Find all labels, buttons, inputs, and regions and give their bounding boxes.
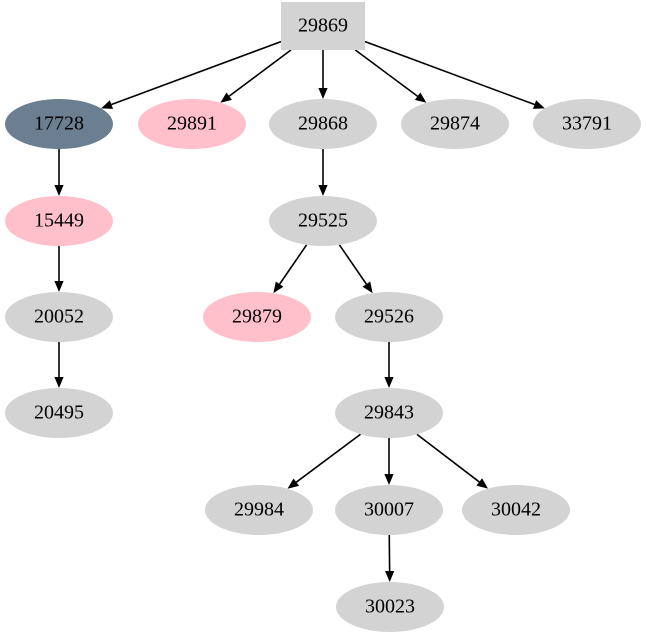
edge-29525-to-29526 xyxy=(338,244,368,285)
node-label-33791: 33791 xyxy=(562,113,612,135)
node-29525[interactable]: 29525 xyxy=(269,196,377,246)
node-label-29891: 29891 xyxy=(167,113,217,135)
node-label-29879: 29879 xyxy=(232,306,282,328)
node-label-17728: 17728 xyxy=(34,113,84,135)
edge-29869-to-29874 xyxy=(354,49,419,97)
arrowhead-icon xyxy=(54,281,64,292)
node-ellipse-29868[interactable] xyxy=(269,99,377,149)
node-ellipse-29843[interactable] xyxy=(335,388,443,438)
node-ellipse-20495[interactable] xyxy=(5,388,113,438)
node-label-30007: 30007 xyxy=(364,499,414,521)
node-box-29869[interactable] xyxy=(281,2,365,50)
node-ellipse-29525[interactable] xyxy=(269,196,377,246)
arrowhead-icon xyxy=(273,281,284,294)
node-29868[interactable]: 29868 xyxy=(269,99,377,149)
node-label-30023: 30023 xyxy=(365,596,415,618)
arrowhead-icon xyxy=(362,281,373,294)
arrowhead-icon xyxy=(287,478,300,489)
node-label-30042: 30042 xyxy=(491,499,541,521)
node-29984[interactable]: 29984 xyxy=(205,485,313,535)
arrowhead-icon xyxy=(414,92,427,103)
arrowhead-icon xyxy=(384,474,394,485)
node-29869[interactable]: 29869 xyxy=(281,2,365,50)
node-ellipse-29984[interactable] xyxy=(205,485,313,535)
node-ellipse-30007[interactable] xyxy=(335,485,443,535)
node-label-29869: 29869 xyxy=(298,15,348,37)
arrowhead-icon xyxy=(384,377,394,388)
arrowhead-icon xyxy=(54,377,64,388)
arrowhead-icon xyxy=(220,92,232,103)
arrowhead-icon xyxy=(101,100,114,109)
node-29843[interactable]: 29843 xyxy=(335,388,443,438)
node-33791[interactable]: 33791 xyxy=(533,99,641,149)
node-30042[interactable]: 30042 xyxy=(462,485,570,535)
node-label-29525: 29525 xyxy=(298,210,348,232)
edge-29869-to-29891 xyxy=(228,49,292,97)
node-label-29984: 29984 xyxy=(234,499,284,521)
node-29879[interactable]: 29879 xyxy=(203,292,311,342)
node-ellipse-29874[interactable] xyxy=(401,99,509,149)
node-20052[interactable]: 20052 xyxy=(5,292,113,342)
node-label-15449: 15449 xyxy=(34,210,84,232)
node-ellipse-29879[interactable] xyxy=(203,292,311,342)
node-ellipse-29891[interactable] xyxy=(138,99,246,149)
node-label-20495: 20495 xyxy=(34,402,84,424)
arrowhead-icon xyxy=(318,185,328,196)
node-label-29868: 29868 xyxy=(298,113,348,135)
node-29891[interactable]: 29891 xyxy=(138,99,246,149)
node-label-29874: 29874 xyxy=(430,113,480,135)
arrowhead-icon xyxy=(532,100,545,109)
node-30023[interactable]: 30023 xyxy=(336,582,444,632)
edge-29843-to-29984 xyxy=(295,433,362,483)
edge-29525-to-29879 xyxy=(278,244,308,285)
node-ellipse-20052[interactable] xyxy=(5,292,113,342)
node-15449[interactable]: 15449 xyxy=(5,196,113,246)
arrowhead-icon xyxy=(476,478,489,489)
node-ellipse-17728[interactable] xyxy=(5,99,113,149)
node-label-29526: 29526 xyxy=(364,306,414,328)
node-ellipse-30023[interactable] xyxy=(336,582,444,632)
node-ellipse-29526[interactable] xyxy=(335,292,443,342)
node-17728[interactable]: 17728 xyxy=(5,99,113,149)
node-ellipse-30042[interactable] xyxy=(462,485,570,535)
arrowhead-icon xyxy=(385,570,395,582)
arrowhead-icon xyxy=(318,88,328,99)
edge-29869-to-17728 xyxy=(111,40,282,106)
node-layer: 29869 17728 29891 29868 29874 33791 15449 29525… xyxy=(5,2,641,632)
node-29526[interactable]: 29526 xyxy=(335,292,443,342)
node-label-29843: 29843 xyxy=(364,402,414,424)
node-ellipse-15449[interactable] xyxy=(5,196,113,246)
node-30007[interactable]: 30007 xyxy=(335,485,443,535)
node-label-20052: 20052 xyxy=(34,306,84,328)
node-29874[interactable]: 29874 xyxy=(401,99,509,149)
node-ellipse-33791[interactable] xyxy=(533,99,641,149)
arrowhead-icon xyxy=(54,185,64,196)
node-20495[interactable]: 20495 xyxy=(5,388,113,438)
edge-29843-to-30042 xyxy=(416,433,480,483)
edge-29869-to-33791 xyxy=(364,40,535,106)
edge-layer xyxy=(54,40,545,582)
